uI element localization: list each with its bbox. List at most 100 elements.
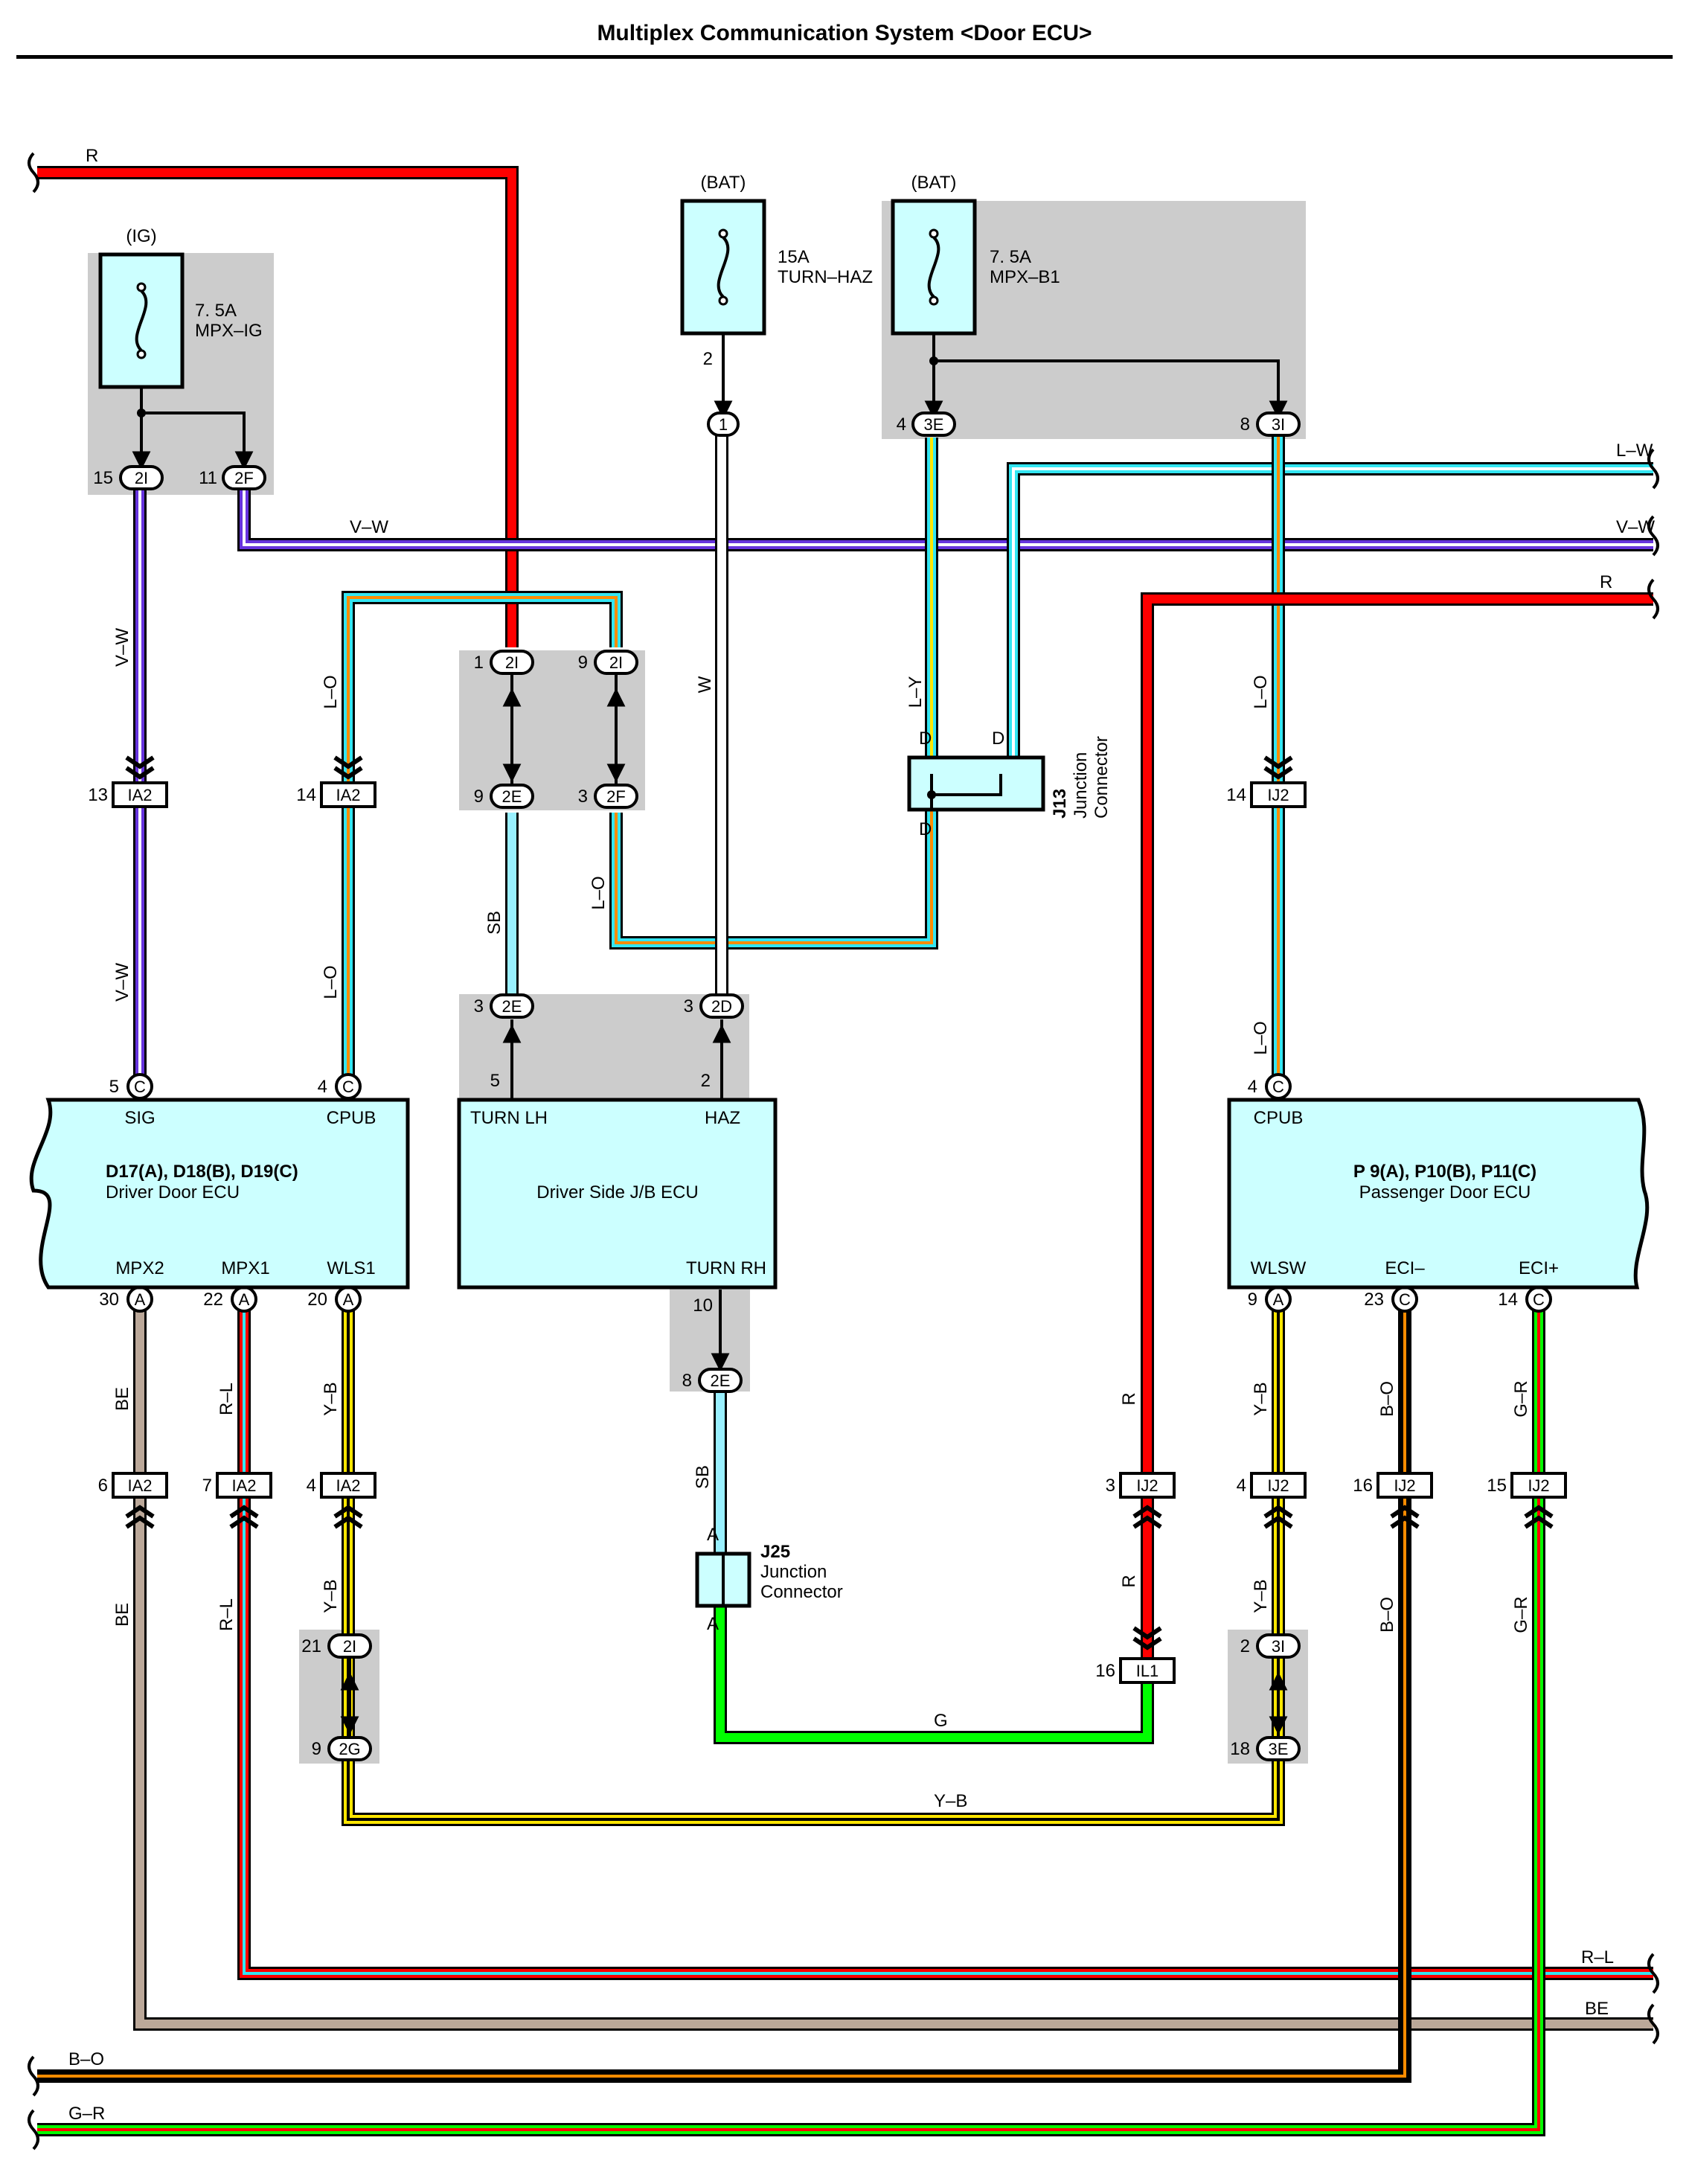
fuse-amp: 7. 5A <box>195 301 237 321</box>
terminal-label: ECI+ <box>1519 1258 1559 1278</box>
wire-label: BE <box>112 1603 132 1627</box>
ecu-name: Driver Door ECU <box>106 1182 240 1203</box>
driver-side-jb-ecu <box>457 1098 778 1290</box>
connector-code: 1 <box>719 415 728 434</box>
junction-pin: D <box>919 819 932 839</box>
pin-number: 2 <box>703 349 713 369</box>
connector-chevron-icon <box>229 1505 259 1529</box>
j25-junction-connector <box>695 1551 751 1608</box>
pin-number: 4 <box>1237 1476 1246 1496</box>
terminal-label: WLSW <box>1251 1258 1307 1278</box>
pin-number: 13 <box>88 785 108 805</box>
pin-number: 14 <box>1498 1290 1518 1310</box>
pin-number: 15 <box>1487 1476 1507 1496</box>
pin-number: 3 <box>684 996 693 1016</box>
wire-label: SB <box>484 911 504 935</box>
wire-b-o <box>37 1302 1411 2083</box>
connector-chevron-icon <box>1132 1505 1162 1529</box>
terminal-circle: C <box>126 1073 153 1100</box>
pin-number: 5 <box>490 1071 500 1091</box>
j13-junction-connector <box>907 755 1045 812</box>
connector-code: IJ2 <box>1267 786 1289 804</box>
connector-code: 2I <box>135 469 148 487</box>
pin-number: 4 <box>1248 1077 1257 1097</box>
connector-code: 2E <box>711 1371 731 1390</box>
arrow-icon <box>502 763 522 783</box>
connector-code: IJ2 <box>1267 1476 1289 1495</box>
ecu-codes: D17(A), D18(B), D19(C) <box>106 1162 298 1182</box>
connector-pill: 2G <box>327 1736 372 1761</box>
junction-code: J25 <box>760 1542 790 1562</box>
fuse-element-icon <box>135 289 148 352</box>
pin-number: 10 <box>693 1296 713 1316</box>
connector-pill: 2E <box>490 784 534 809</box>
junction-pin: D <box>992 728 1004 749</box>
wire-label: Y–B <box>1251 1382 1271 1415</box>
connector-pill: 3I <box>1256 1633 1301 1659</box>
terminal-code: C <box>1272 1077 1284 1096</box>
wire-label: L–O <box>321 675 341 708</box>
terminal-circle: C <box>1265 1073 1292 1100</box>
wire-y-b <box>342 1302 1285 1826</box>
ecu-name: Driver Side J/B ECU <box>536 1182 698 1203</box>
terminal-label: MPX2 <box>115 1258 164 1278</box>
arrow-icon <box>132 451 151 470</box>
terminal-circle: C <box>335 1073 362 1100</box>
arrow-icon <box>340 1716 359 1735</box>
wire-label: B–O <box>1377 1597 1397 1633</box>
wire-l-o-driver <box>342 591 623 1075</box>
terminal-label: MPX1 <box>221 1258 269 1278</box>
connector-code: 3E <box>1269 1740 1289 1758</box>
wire-l-o-junction <box>609 438 938 950</box>
pin-number: 7 <box>202 1476 212 1496</box>
connector-chevron-icon <box>125 755 155 780</box>
wire-break-icon <box>1647 515 1659 557</box>
connector-pill: 2D <box>699 993 744 1019</box>
page-title: Multiplex Communication System <Door ECU… <box>597 21 1092 45</box>
terminal-circle: A <box>126 1286 153 1313</box>
pin-number: 9 <box>578 653 588 673</box>
terminal-circle: A <box>335 1286 362 1313</box>
connector-chevron-icon <box>1390 1505 1420 1529</box>
terminal-label: ECI– <box>1385 1258 1425 1278</box>
ecu-codes: P 9(A), P10(B), P11(C) <box>1353 1162 1536 1182</box>
wire-label: R <box>1119 1392 1139 1405</box>
terminal-label: TURN RH <box>686 1258 766 1278</box>
connector-pill: 2E <box>698 1368 743 1393</box>
inline-connector: IA2 <box>320 781 376 808</box>
source-bat-1: (BAT) <box>701 173 746 193</box>
inline-connector: IJ2 <box>1250 781 1307 808</box>
wire-label: BE <box>112 1387 132 1411</box>
wire-label: R–L <box>217 1383 237 1415</box>
connector-pill: 3I <box>1256 411 1301 437</box>
connector-code: 2E <box>502 787 522 806</box>
connector-code: 2D <box>711 997 732 1016</box>
terminal-code: A <box>239 1290 250 1309</box>
junction-code: J13 <box>1050 789 1070 819</box>
wire-label: G–R <box>1511 1380 1531 1417</box>
pin-number: 1 <box>474 653 484 673</box>
pin-number: 8 <box>682 1371 692 1391</box>
arrow-icon <box>502 1024 522 1043</box>
pin-number: 20 <box>307 1290 327 1310</box>
arrow-icon <box>606 688 626 707</box>
connector-code: IA2 <box>231 1476 256 1495</box>
inline-connector: IA2 <box>112 781 168 808</box>
arrow-icon <box>234 451 254 470</box>
terminal-code: C <box>342 1077 354 1096</box>
connector-chevron-icon <box>125 1505 155 1529</box>
connector-pill: 2F <box>222 465 266 490</box>
splice-dot <box>929 356 938 365</box>
passenger-door-ecu <box>1227 1098 1650 1290</box>
connector-code: 3I <box>1272 1637 1285 1656</box>
wire-g <box>714 1607 1154 1744</box>
terminal-code: C <box>1533 1290 1545 1309</box>
wire-label: B–O <box>1377 1381 1397 1417</box>
pin-number: 16 <box>1095 1661 1115 1681</box>
wire-label: R <box>1600 572 1612 592</box>
inline-connector: IL1 <box>1119 1657 1176 1684</box>
inline-connector: IA2 <box>320 1472 376 1499</box>
arrow-icon <box>1269 1671 1288 1691</box>
junction-name: Junction <box>1071 752 1091 819</box>
connector-code: 2G <box>339 1740 360 1758</box>
